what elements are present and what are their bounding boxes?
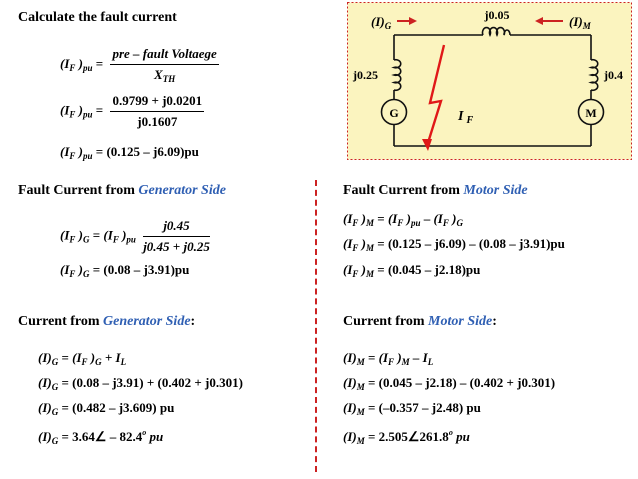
substitution-numerator: 0.9799 + j0.0201 — [110, 93, 205, 112]
motor-side-heading: Fault Current from Motor Side — [343, 183, 528, 198]
fault-lightning — [425, 44, 446, 147]
generator-impedance-label: j0.25 — [352, 68, 378, 82]
im-label: (I)M — [569, 14, 592, 31]
fault-current-result: (IF )pu = (0.125 – j6.09)pu — [60, 144, 199, 161]
generator-current-eq4: (I)G = 3.64∠ – 82.4o pu — [38, 428, 164, 446]
generator-fault-current-result: (IF )G = (0.08 – j3.91)pu — [60, 262, 190, 279]
generator-label: G — [389, 106, 398, 120]
motor-current-eq2: (I)M = (0.045 – j2.18) – (0.402 + j0.301… — [343, 375, 556, 392]
line-impedance-label: j0.05 — [484, 8, 510, 22]
fault-arrowhead — [422, 139, 432, 151]
motor-symbol — [577, 98, 605, 126]
formula-numerator: pre – fault Voltaege — [110, 46, 219, 65]
line-inductor — [481, 26, 511, 37]
generator-inductor — [391, 58, 402, 92]
generator-side-heading: Fault Current from Generator Side — [18, 183, 226, 198]
motor-current-eq1: (I)M = (IF )M – IL — [343, 350, 434, 367]
ig-label: (I)G — [371, 14, 392, 31]
formula-denominator: XTH — [154, 67, 176, 84]
motor-label: M — [585, 106, 596, 120]
motor-fault-current-eq2: (IF )M = (0.125 – j6.09) – (0.08 – j3.91… — [343, 236, 565, 253]
generator-current-eq2: (I)G = (0.08 – j3.91) + (0.402 + j0.301) — [38, 375, 243, 392]
fault-current-formula: (IF )pu = pre – fault Voltaege XTH — [60, 46, 219, 84]
generator-symbol — [380, 98, 408, 126]
current-motor-heading: Current from Motor Side: — [343, 314, 497, 329]
motor-inductor — [588, 58, 599, 92]
column-divider — [315, 180, 317, 472]
divider-denominator: j0.45 + j0.25 — [143, 239, 210, 254]
divider-numerator: j0.45 — [143, 218, 210, 237]
motor-fault-current-eq1: (IF )M = (IF )pu – (IF )G — [343, 211, 463, 228]
motor-fault-current-eq3: (IF )M = (0.045 – j2.18)pu — [343, 262, 481, 279]
substitution-denominator: j0.1607 — [137, 114, 178, 129]
current-generator-heading: Current from Generator Side: — [18, 314, 196, 329]
fault-current-substitution: (IF )pu = 0.9799 + j0.0201 j0.1607 — [60, 93, 205, 129]
motor-current-eq4: (I)M = 2.505∠261.8o pu — [343, 428, 470, 446]
generator-current-eq1: (I)G = (IF )G + IL — [38, 350, 127, 367]
page-title: Calculate the fault current — [18, 10, 177, 25]
generator-fault-current-formula: (IF )G = (IF )pu j0.45 j0.45 + j0.25 — [60, 218, 210, 254]
motor-current-arrow — [535, 17, 563, 25]
generator-current-eq3: (I)G = (0.482 – j3.609) pu — [38, 400, 175, 417]
motor-current-eq3: (I)M = (–0.357 – j2.48) pu — [343, 400, 481, 417]
generator-current-arrow — [397, 17, 417, 25]
motor-impedance-label: j0.4 — [603, 68, 623, 82]
